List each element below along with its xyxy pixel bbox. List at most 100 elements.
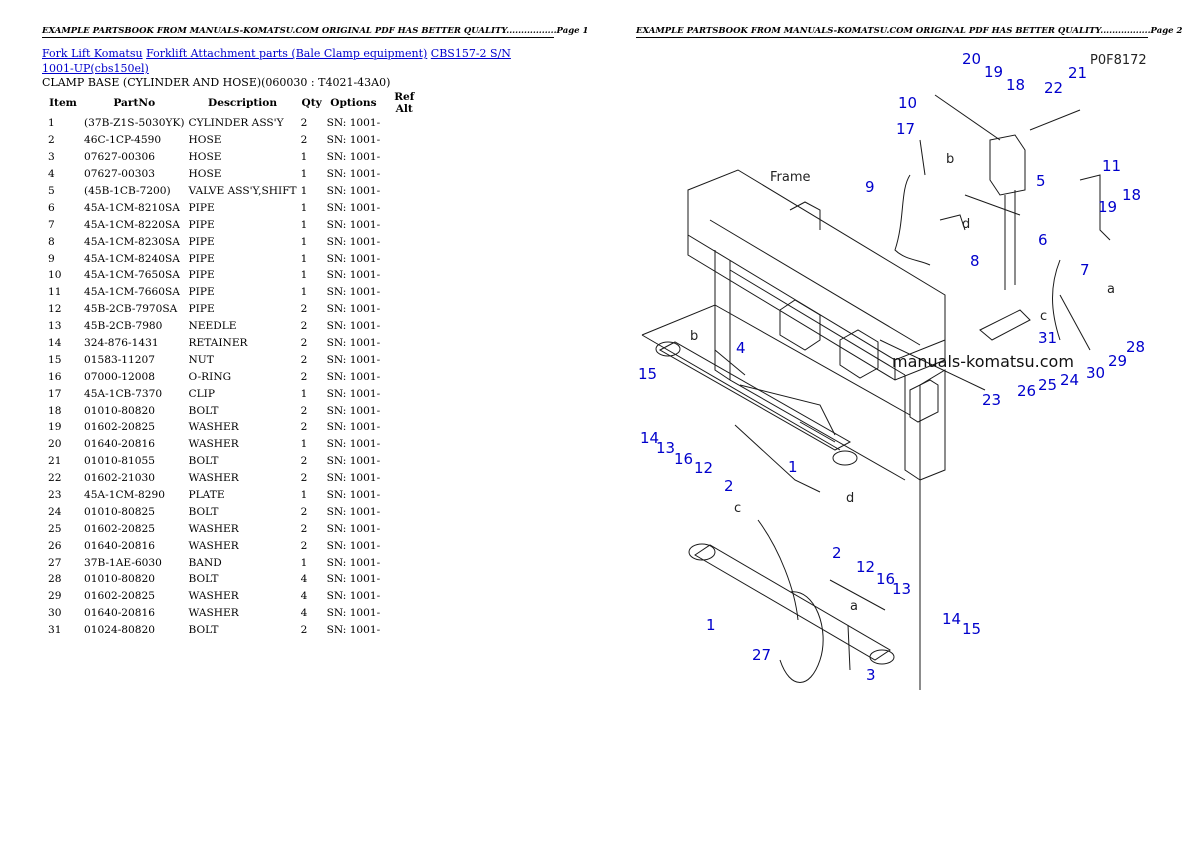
- cell-partno: 46C-1CP-4590: [84, 134, 162, 147]
- cell-description: PIPE: [188, 235, 215, 248]
- cell-description: O-RING: [188, 370, 232, 383]
- callout-9: 9: [865, 178, 875, 196]
- cell-item: 11: [48, 286, 62, 299]
- cell-refalt: [382, 284, 426, 301]
- cell-item: 3: [48, 151, 55, 164]
- ref-letter-d-lower: d: [846, 491, 854, 506]
- cell-item: 8: [48, 235, 55, 248]
- cell-partno: 01010-80820: [84, 573, 155, 586]
- cell-refalt: [382, 436, 426, 453]
- cell-qty: 2: [300, 303, 308, 316]
- cell-options: SN: 1001-: [326, 438, 381, 451]
- cell-refalt: [382, 115, 426, 132]
- cell-description: NEEDLE: [188, 320, 237, 333]
- callout-16: 16: [674, 450, 693, 468]
- cell-description: WASHER: [188, 472, 239, 485]
- cell-options: SN: 1001-: [326, 286, 381, 299]
- callout-13-lower: 13: [892, 580, 911, 598]
- cell-item: 17: [48, 387, 62, 400]
- cell-options: SN: 1001-: [326, 455, 381, 468]
- cell-description: PIPE: [188, 303, 215, 316]
- cell-partno: 01010-80825: [84, 505, 155, 518]
- breadcrumb-link-brand[interactable]: Fork Lift Komatsu: [42, 47, 143, 60]
- cell-partno: 45A-1CM-8290: [84, 489, 165, 502]
- cell-description: BOLT: [188, 505, 219, 518]
- cell-partno: 45A-1CM-7660SA: [84, 286, 180, 299]
- cell-item: 28: [48, 573, 62, 586]
- cell-qty: 2: [300, 117, 308, 130]
- breadcrumb-link-category[interactable]: Forklift Attachment parts (Bale Clamp eq…: [146, 47, 428, 60]
- cell-qty: 1: [300, 201, 308, 214]
- cell-options: SN: 1001-: [326, 505, 381, 518]
- cell-qty: 1: [300, 438, 308, 451]
- cell-partno: 45A-1CM-7650SA: [84, 269, 180, 282]
- cell-item: 7: [48, 218, 55, 231]
- cell-description: PIPE: [188, 286, 215, 299]
- cell-options: SN: 1001-: [326, 337, 381, 350]
- cell-refalt: [382, 622, 426, 639]
- cell-description: PIPE: [188, 252, 215, 265]
- cell-refalt: [382, 419, 426, 436]
- cell-partno: 01024-80820: [84, 624, 155, 637]
- cell-partno: 45A-1CB-7370: [84, 387, 163, 400]
- cell-refalt: [382, 166, 426, 183]
- ref-letter-a-right: a: [1107, 282, 1115, 297]
- ref-letter-d-top: d: [962, 217, 970, 232]
- callout-2-upper: 2: [724, 477, 734, 495]
- cell-partno: 01010-80820: [84, 404, 155, 417]
- cell-partno: 01583-11207: [84, 353, 155, 366]
- ref-letter-b-left: b: [690, 329, 698, 344]
- section-title: CLAMP BASE (CYLINDER AND HOSE)(060030 : …: [42, 76, 391, 89]
- cell-options: SN: 1001-: [326, 303, 381, 316]
- cell-partno: 01602-21030: [84, 472, 155, 485]
- callout-12: 12: [694, 459, 713, 477]
- cell-item: 30: [48, 607, 62, 620]
- callout-11: 11: [1102, 157, 1121, 175]
- cell-item: 24: [48, 505, 62, 518]
- cell-item: 14: [48, 337, 62, 350]
- callout-22: 22: [1044, 79, 1063, 97]
- cell-description: VALVE ASS'Y,SHIFT: [188, 185, 297, 197]
- callout-19b: 19: [1098, 198, 1117, 216]
- breadcrumb-link-model[interactable]: CBS157-2 S/N 1001-UP(cbs150el): [42, 47, 511, 75]
- cell-description: WASHER: [188, 607, 239, 620]
- page-header-right: EXAMPLE PARTSBOOK FROM MANUALS-KOMATSU.C…: [636, 26, 1183, 38]
- cell-description: BOLT: [188, 404, 219, 417]
- diagram-code: P0F8172: [1090, 53, 1147, 68]
- cell-partno: 01602-20825: [84, 421, 155, 434]
- callout-15: 15: [638, 365, 657, 383]
- cell-item: 10: [48, 269, 62, 282]
- cell-item: 26: [48, 539, 62, 552]
- cell-refalt: [382, 487, 426, 504]
- cell-description: WASHER: [188, 438, 239, 451]
- cell-refalt: [382, 351, 426, 368]
- cell-options: SN: 1001-: [326, 624, 381, 637]
- cell-options: SN: 1001-: [326, 421, 381, 434]
- cell-qty: 1: [300, 252, 308, 265]
- cell-options: SN: 1001-: [326, 353, 381, 366]
- callout-26: 26: [1017, 382, 1036, 400]
- cell-item: 19: [48, 421, 62, 434]
- callout-24: 24: [1060, 371, 1079, 389]
- cell-item: 27: [48, 556, 62, 569]
- cell-item: 2: [48, 134, 55, 147]
- cell-item: 23: [48, 489, 62, 502]
- cell-description: WASHER: [188, 539, 239, 552]
- cell-options: SN: 1001-: [326, 185, 381, 197]
- callout-2-lower: 2: [832, 544, 842, 562]
- cell-partno: 45B-2CB-7970SA: [84, 303, 178, 316]
- cell-refalt: [382, 537, 426, 554]
- callout-29: 29: [1108, 352, 1127, 370]
